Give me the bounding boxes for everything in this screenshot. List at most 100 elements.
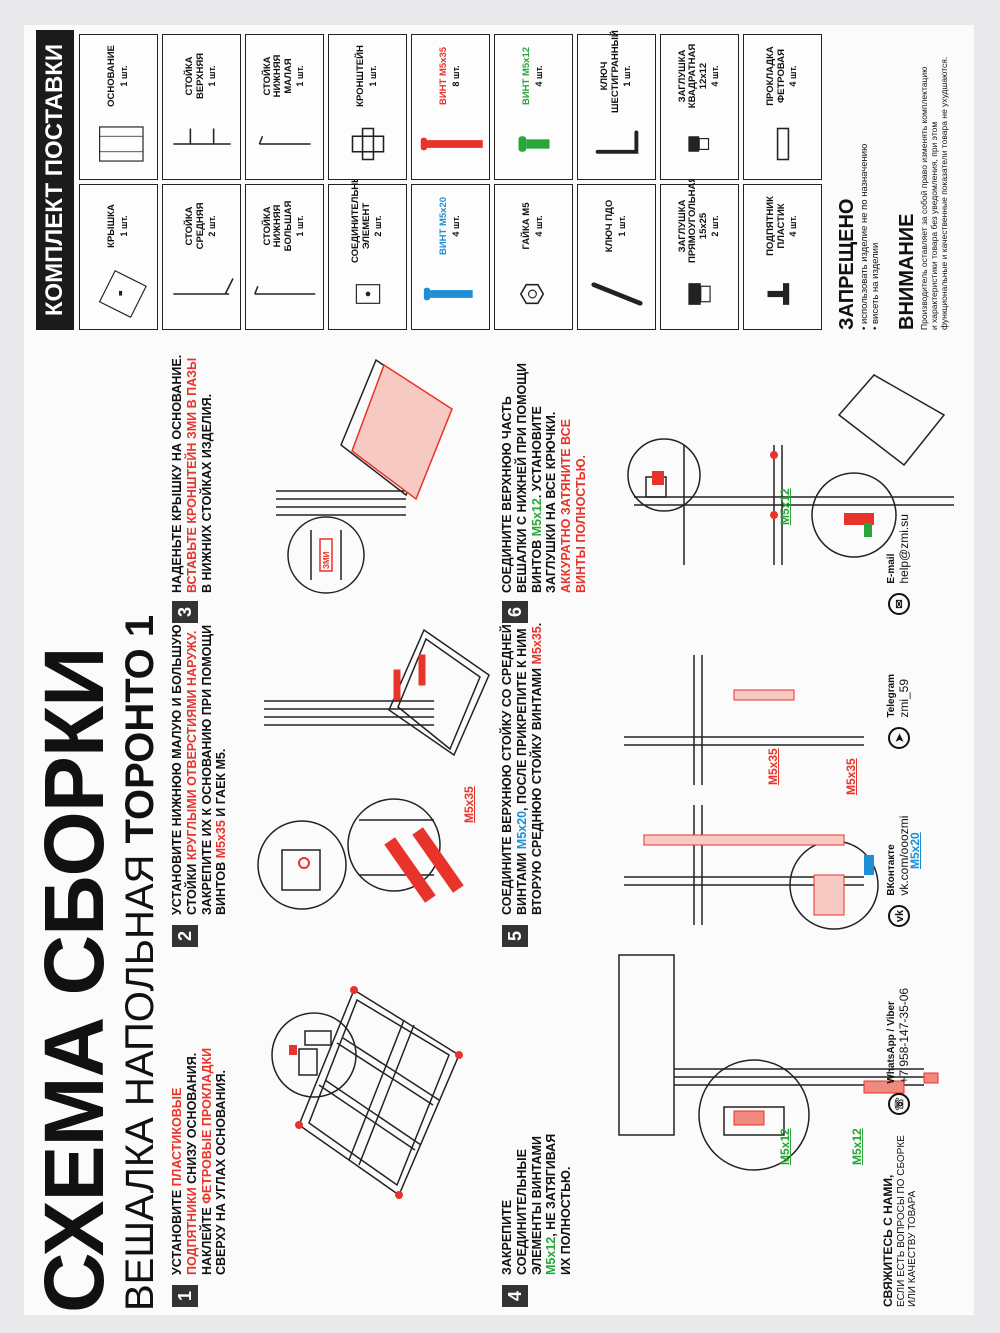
attention-text: Производитель оставляет за собой право и… — [919, 56, 950, 330]
step-2-number: 2 — [172, 925, 198, 947]
instruction-fragment: ЗАКРЕПИТЕ СОЕДИНИТЕЛЬНЫЕ ЭЛЕМЕНТЫ ВИНТАМ… — [500, 1136, 544, 1275]
kit-item-name: СТОЙКА НИЖНЯЯ МАЛАЯ — [261, 54, 294, 98]
contact-value: help@zmi.su — [896, 514, 911, 584]
kit-item-name: ПОДПЯТНИК ПЛАСТИК — [764, 196, 787, 256]
contact-label: WhatsApp / Viber — [886, 1001, 897, 1084]
lower-small-post-icon — [258, 135, 311, 145]
contact-item-telegram[interactable]: ➤ Telegram zmi_59 — [886, 599, 911, 749]
step-4-number: 4 — [502, 1285, 528, 1307]
instruction-fragment: ВСТАВЬТЕ КРОНШТЕЙН ЗМИ В ПАЗЫ — [184, 357, 199, 593]
kit-item-name: СТОЙКА НИЖНЯЯ БОЛЬШАЯ — [261, 200, 294, 252]
base-icon — [99, 126, 144, 162]
kit-title: КОМПЛЕКТ ПОСТАВКИ — [36, 30, 74, 330]
step-5-screw-callout-c: М5х35 — [766, 748, 780, 785]
instruction-fragment: КРУГЛЫМИ ОТВЕРСТИЯМИ НАРУЖУ. — [184, 630, 199, 861]
bracket-icon — [351, 127, 385, 161]
contact-item-email[interactable]: ✉ E-mail help@zmi.su — [886, 455, 911, 615]
instruction-fragment: М5х12 — [544, 1236, 559, 1275]
contact-label: E-mail — [886, 553, 897, 584]
contact-value: zmi_59 — [896, 678, 911, 718]
plastic-foot-icon — [767, 283, 790, 305]
step-5-screw-callout-b: М5х35 — [844, 758, 858, 795]
instruction-fragment: СВЕРХУ НА УГЛАХ ОСНОВАНИЯ. — [214, 1070, 229, 1275]
kit-item-qty: 4 шт. — [788, 65, 799, 87]
wrench-icon — [591, 282, 643, 306]
instruction-fragment: М5х35 — [529, 626, 544, 665]
phone-icon: ☏ — [887, 1093, 910, 1115]
step-4-screw-callout-a: М5х12 — [778, 1128, 792, 1165]
kit-item-qty: 1 шт. — [207, 65, 218, 87]
step-3-illustration — [276, 358, 453, 594]
instruction-fragment: . — [529, 622, 544, 627]
step-3-text: НАДЕНЬТЕ КРЫШКУ НА ОСНОВАНИЕ. ВСТАВЬТЕ К… — [170, 293, 214, 593]
vk-icon: vk — [887, 905, 910, 927]
step-4-text: ЗАКРЕПИТЕ СОЕДИНИТЕЛЬНЫЕ ЭЛЕМЕНТЫ ВИНТАМ… — [500, 1125, 574, 1275]
kit-item-name: СОЕДИНИТЕЛЬНЫЙ ЭЛЕМЕНТ — [349, 166, 372, 263]
kit-item-qty: 4 шт. — [533, 65, 544, 87]
instruction-fragment: И ГАЕК М5. — [214, 748, 229, 821]
step-6-text: СОЕДИНИТЕ ВЕРХНЮЮ ЧАСТЬ ВЕШАЛКИ С НИЖНЕЙ… — [500, 353, 589, 593]
kit-item-name: ЗАГЛУШКА ПРЯМОУГОЛЬНАЯ 15х25 — [676, 175, 709, 263]
attention-title: ВНИМАНИЕ — [896, 213, 918, 330]
subtitle-model: ТОРОНТО 1 — [118, 614, 162, 844]
kit-item-name: ПРОКЛАДКА ФЕТРОВАЯ — [764, 46, 787, 106]
felt-pad-icon — [776, 127, 790, 161]
kit-item-qty: 2 шт. — [207, 215, 218, 237]
screw-m5x20-icon — [423, 287, 473, 301]
forbidden-item-1: • использовать изделие не по назначению — [859, 143, 870, 330]
contacts-sub: ЕСЛИ ЕСТЬ ВОПРОСЫ ПО СБОРКЕ ИЛИ КАЧЕСТВУ… — [895, 1135, 918, 1307]
kit-item-qty: 1 шт. — [622, 65, 633, 87]
step-3-number: 3 — [172, 601, 198, 623]
step-1-illustration — [271, 986, 463, 1199]
forbidden-title: ЗАПРЕЩЕНО — [836, 198, 858, 330]
kit-item-qty: 8 шт. — [450, 65, 461, 87]
kit-item-name: ВИНТ М5х35 — [438, 46, 450, 106]
contact-label: ВКонтакте — [886, 844, 897, 896]
rect-cap-icon — [688, 283, 711, 305]
subtitle-prefix: ВЕШАЛКА НАПОЛЬНАЯ — [118, 843, 162, 1311]
instruction-fragment: М5х12 — [529, 498, 544, 537]
kit-item-name: КЛЮЧ ШЕСТИГРАННЫЙ — [598, 30, 621, 113]
kit-item-name: ОСНОВАНИЕ — [106, 45, 118, 107]
step-1-text: УСТАНОВИТЕ ПЛАСТИКОВЫЕ ПОДПЯТНИКИ СНИЗУ … — [170, 945, 229, 1275]
square-cap-icon — [688, 136, 710, 152]
forbidden-item-2: • висеть на изделии — [870, 242, 881, 330]
step-5-illustration — [624, 655, 879, 930]
kit-item-name: ГАЙКА М5 — [521, 202, 533, 250]
instruction-fragment: АККУРАТНО ЗАТЯНИТЕ ВСЕ ВИНТЫ ПОЛНОСТЬЮ. — [559, 419, 588, 593]
telegram-icon: ➤ — [887, 727, 910, 749]
step-4-illustration — [618, 954, 939, 1171]
kit-item-qty: 1 шт. — [118, 215, 129, 237]
contact-item-vk[interactable]: vk ВКонтакте vk.com/ooozmi — [886, 757, 911, 927]
step-6-number: 6 — [502, 601, 528, 623]
lower-large-post-icon — [254, 285, 316, 295]
contact-item-phone[interactable]: ☏ WhatsApp / Viber +7 958-147-35-06 — [886, 945, 911, 1115]
instruction-fragment: УСТАНОВИТЕ — [170, 1186, 184, 1275]
step-2-screw-callout: М5х35 — [462, 786, 476, 823]
step-5-text: СОЕДИНИТЕ ВЕРХНЮЮ СТОЙКУ СО СРЕДНЕЙ ВИНТ… — [500, 595, 544, 915]
kit-item-name: ВИНТ М5х12 — [521, 46, 533, 106]
connector-icon — [355, 284, 381, 304]
contact-label: Telegram — [886, 673, 897, 718]
page-title: СХЕМА СБОРКИ — [27, 647, 121, 1313]
rotated-instruction-page: СХЕМА СБОРКИ ВЕШАЛКА НАПОЛЬНАЯ ТОРОНТО 1… — [24, 25, 974, 1315]
lid-icon — [98, 269, 147, 319]
kit-item-name: СТОЙКА ВЕРХНЯЯ — [183, 52, 206, 100]
